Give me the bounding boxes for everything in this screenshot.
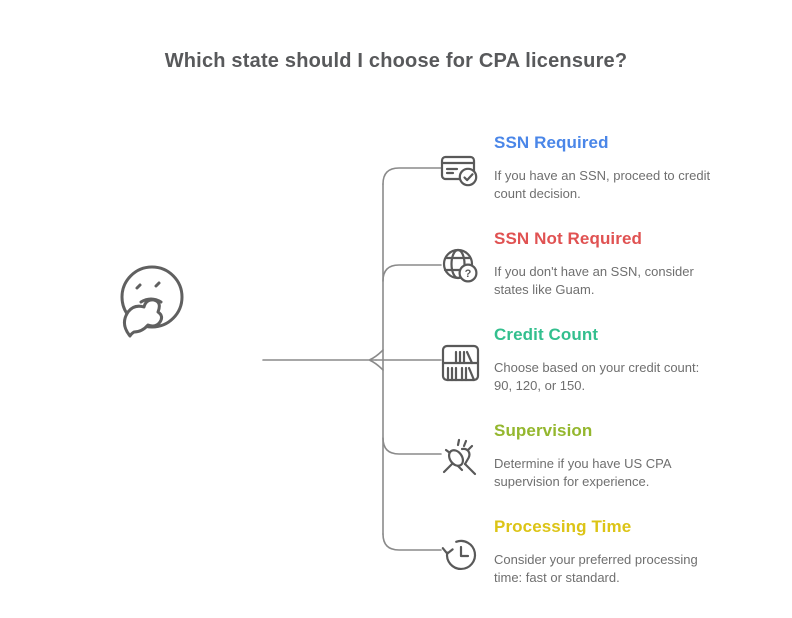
branch-title: SSN Not Required [494, 229, 643, 248]
branch-description-line: Consider your preferred processing [494, 552, 698, 567]
branch-ssn-not-required: ? SSN Not Required If you don't have an … [439, 229, 769, 321]
bookshelf-icon [441, 344, 480, 382]
branch-description-line: states like Guam. [494, 282, 595, 297]
branch-description: If you have an SSN, proceed to credit co… [494, 167, 710, 203]
branch-title: SSN Required [494, 133, 609, 152]
thinking-face-icon [120, 265, 184, 338]
branch-processing-time: Processing Time Consider your preferred … [439, 517, 769, 609]
branch-title: Supervision [494, 421, 593, 440]
branch-description: Consider your preferred processing time:… [494, 551, 698, 587]
branch-description-line: time: fast or standard. [494, 570, 620, 585]
branch-title: Processing Time [494, 517, 632, 536]
svg-text:?: ? [465, 268, 472, 280]
branch-description-line: count decision. [494, 186, 581, 201]
branch-credit-count: Credit Count Choose based on your credit… [439, 325, 769, 417]
branch-supervision: Supervision Determine if you have US CPA… [439, 421, 769, 513]
branch-description-line: If you have an SSN, proceed to credit [494, 168, 711, 183]
branch-description: Determine if you have US CPA supervision… [494, 455, 672, 491]
branch-description-line: If you don't have an SSN, consider [494, 264, 694, 279]
history-clock-icon [441, 539, 477, 571]
globe-question-icon: ? [442, 248, 478, 283]
branch-description-line: supervision for experience. [494, 474, 650, 489]
branch-description-line: Determine if you have US CPA [494, 456, 672, 471]
branch-description-line: Choose based on your credit count: [494, 360, 700, 375]
branch-ssn-required: SSN Required If you have an SSN, proceed… [439, 133, 769, 225]
branch-description: If you don't have an SSN, consider state… [494, 263, 694, 299]
branch-title: Credit Count [494, 325, 599, 344]
branch-description: Choose based on your credit count: 90, 1… [494, 359, 699, 395]
clapping-hands-icon [442, 438, 477, 476]
branch-description-line: 90, 120, or 150. [494, 378, 586, 393]
page-title: Which state should I choose for CPA lice… [164, 50, 628, 72]
card-verified-icon [440, 155, 478, 187]
